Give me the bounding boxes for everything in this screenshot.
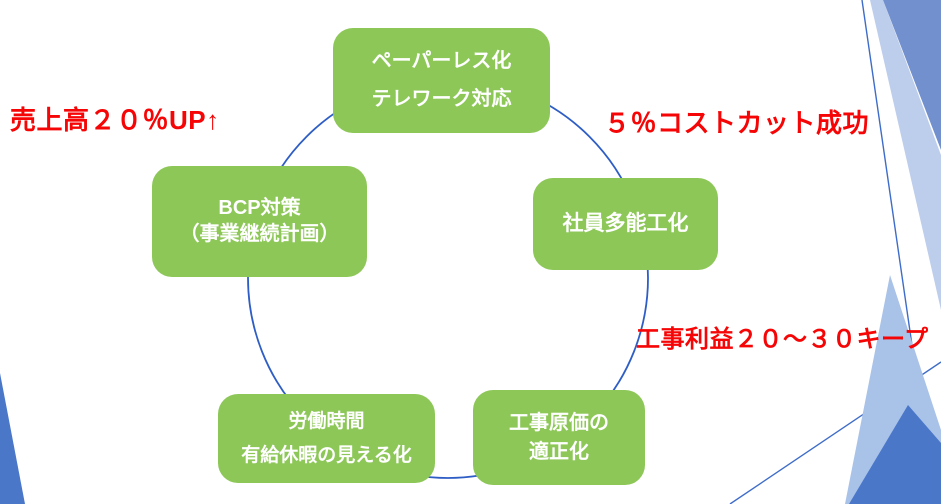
node-label-line: 工事原価の — [509, 411, 609, 434]
node-label-line: 有給休暇の見える化 — [241, 444, 412, 466]
triangle-bottom-right-dark — [849, 405, 941, 504]
triangle-top-right-light — [870, 0, 941, 310]
node-label-line: 社員多能工化 — [562, 211, 689, 235]
node-working-hours: 労働時間 有給休暇の見える化 — [218, 394, 435, 483]
node-multi-skill: 社員多能工化 — [533, 178, 718, 270]
node-paperless-telework: ペーパーレス化 テレワーク対応 — [333, 28, 550, 133]
node-label-line: 適正化 — [529, 440, 589, 463]
node-label-line: テレワーク対応 — [371, 88, 512, 110]
node-label-line: 労働時間 — [288, 410, 365, 432]
node-construction-cost: 工事原価の 適正化 — [473, 390, 645, 485]
triangle-bottom-left-dark — [0, 373, 25, 504]
annotation-cost-cut: ５％コストカット成功 — [604, 108, 870, 138]
node-bcp: BCP対策 （事業継続計画） — [152, 166, 367, 277]
node-label-line: BCP対策 — [218, 197, 301, 219]
node-label-line: （事業継続計画） — [179, 223, 340, 245]
triangle-top-right-solid — [883, 0, 941, 150]
node-label-line: ペーパーレス化 — [371, 50, 512, 72]
annotation-profit-keep: 工事利益２０～３０キープ — [636, 326, 929, 353]
annotation-sales-up: 売上高２０％UP↑ — [10, 105, 220, 135]
